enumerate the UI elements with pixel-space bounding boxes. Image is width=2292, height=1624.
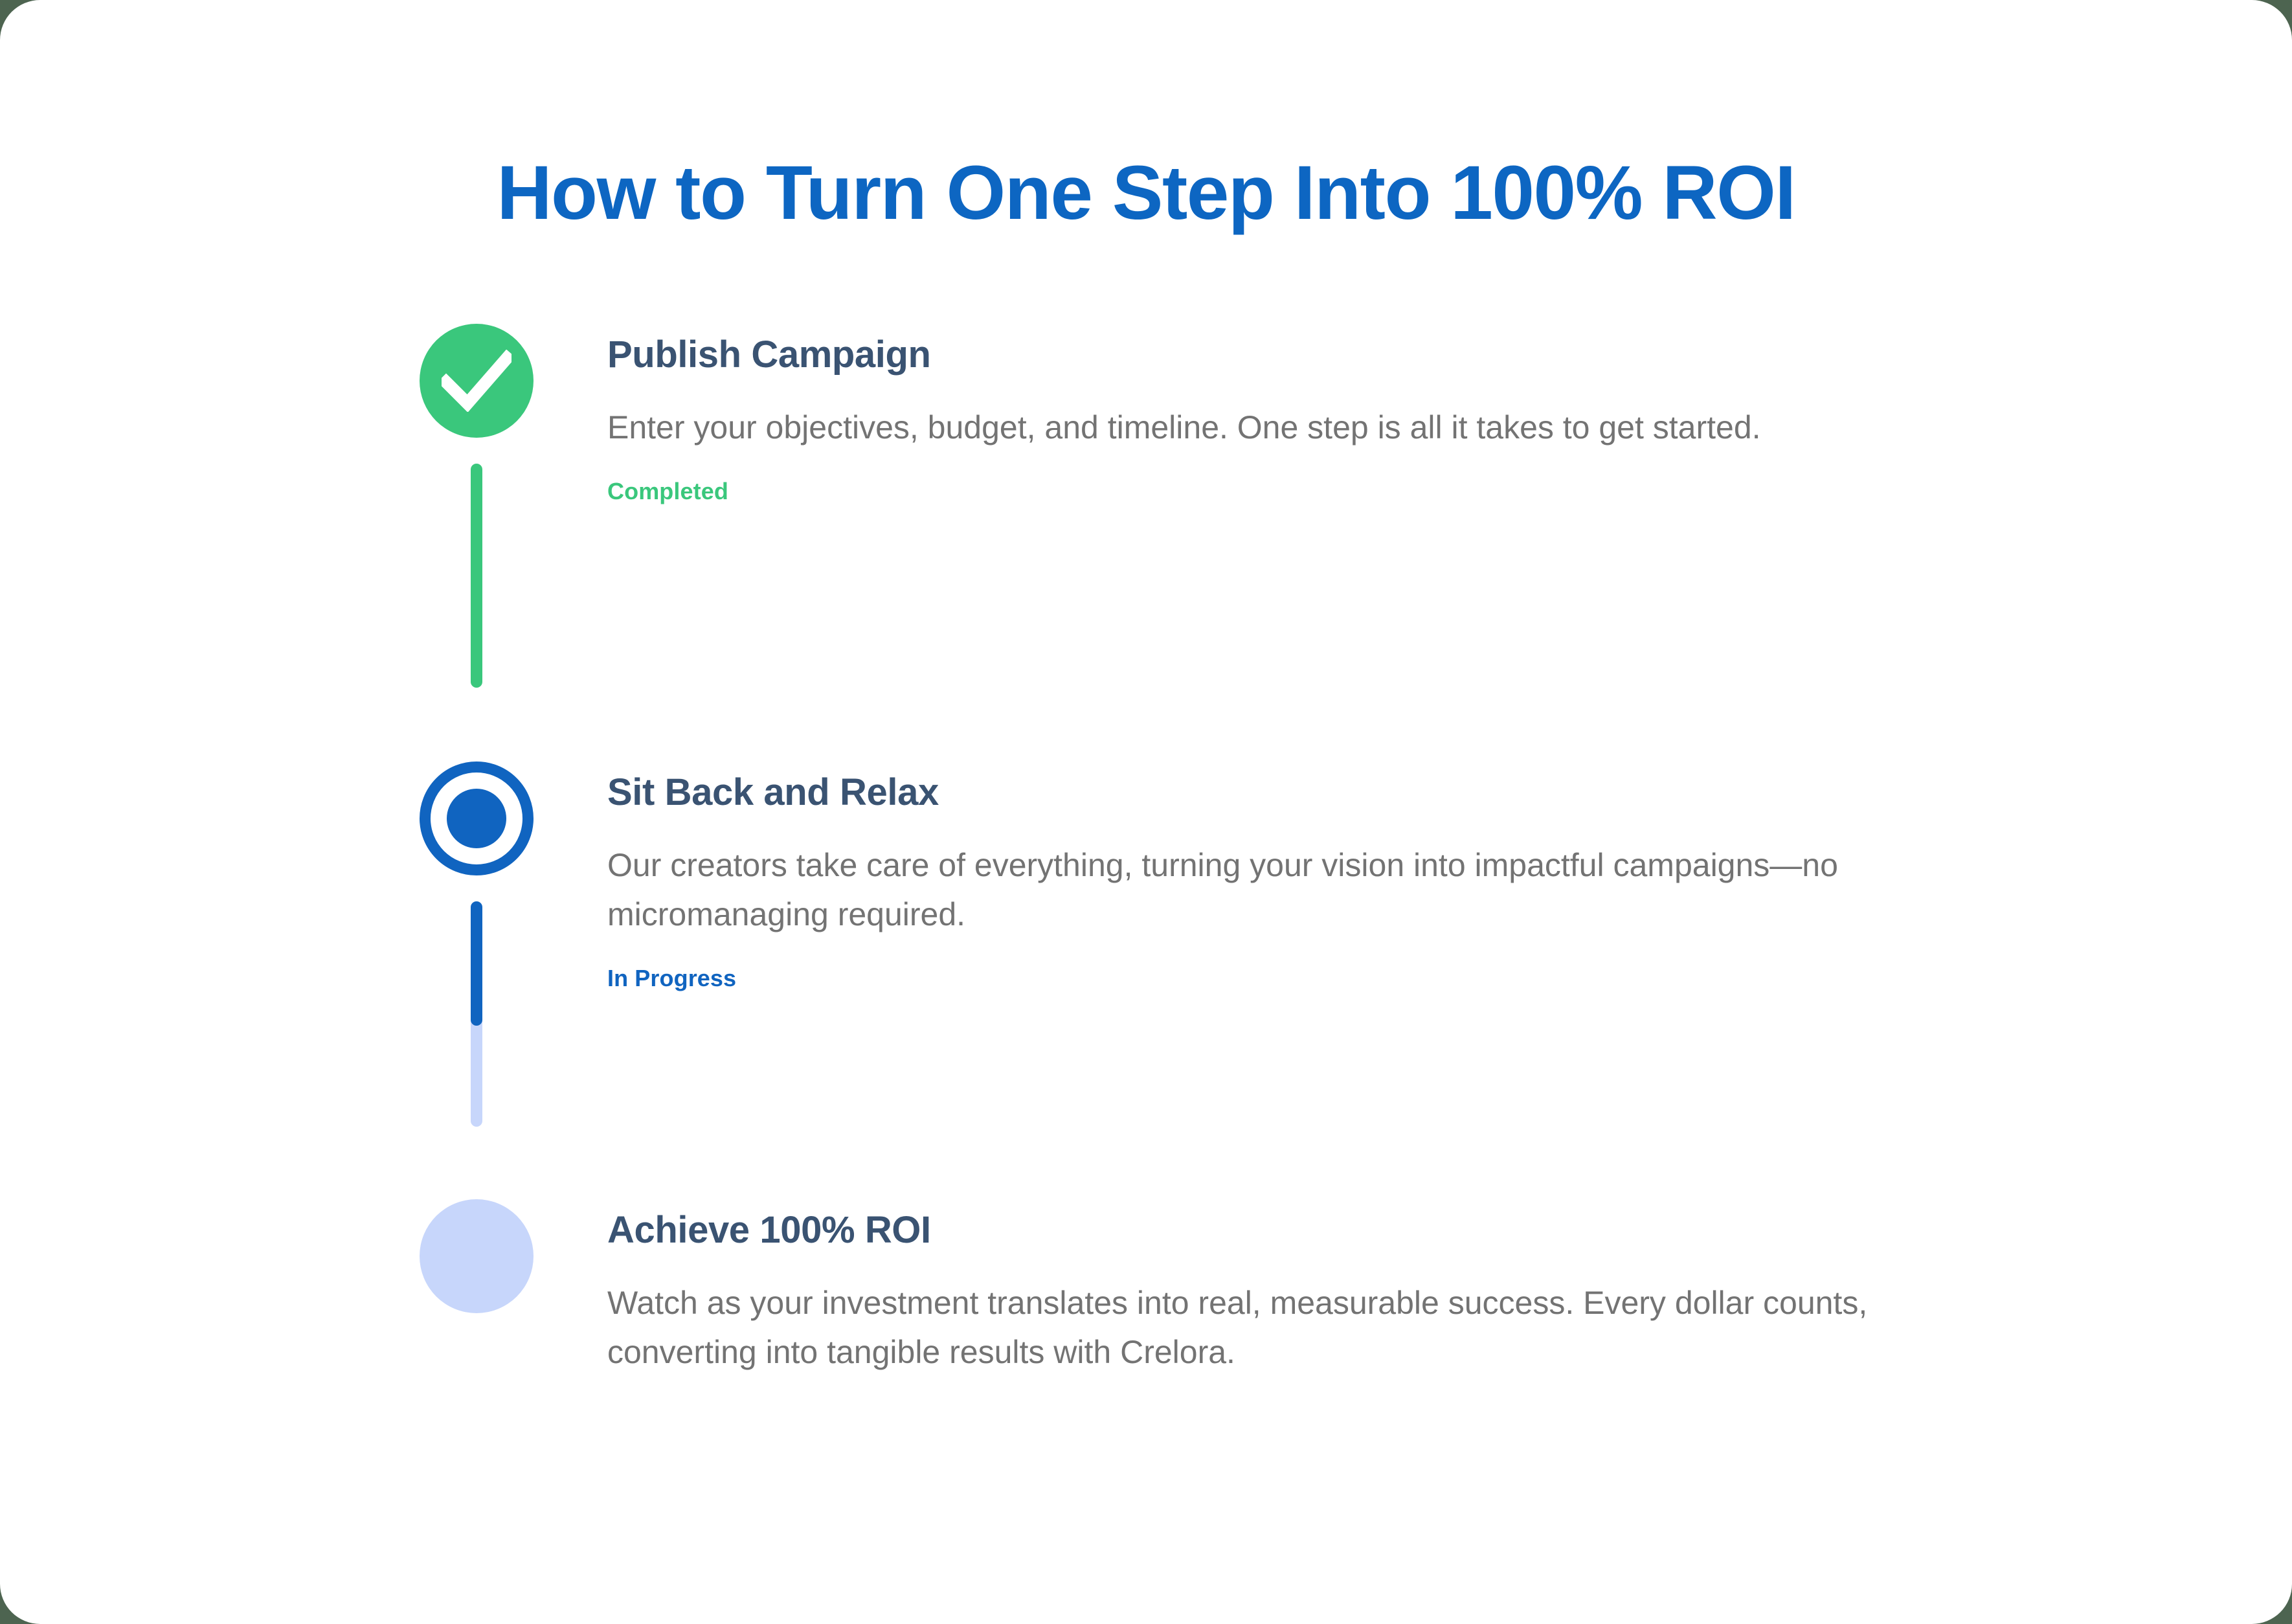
step-connector-2 [471, 901, 482, 1127]
circle-pending-icon[interactable] [420, 1199, 534, 1313]
status-badge-in-progress: In Progress [607, 964, 737, 991]
step-title-2: Sit Back and Relax [607, 771, 939, 813]
step-marker-column-1 [420, 324, 534, 688]
step-title-1: Publish Campaign [607, 333, 931, 376]
check-glyph [442, 350, 511, 412]
step-description-2: Our creators take care of everything, tu… [607, 846, 1838, 932]
step-description-3: Watch as your investment translates into… [607, 1284, 1868, 1370]
step-connector-1 [471, 464, 482, 688]
radio-inner-dot [447, 789, 506, 848]
radio-selected-icon[interactable] [420, 761, 534, 875]
step-content-3: Achieve 100% ROI Watch as your investmen… [607, 1199, 1909, 1377]
step-connector-2-progress-fill [471, 901, 482, 1026]
page-title: How to Turn One Step Into 100% ROI [497, 150, 1796, 236]
step-content-1: Publish Campaign Enter your objectives, … [607, 324, 1909, 505]
step-marker-column-3 [420, 1199, 534, 1313]
step-title-3: Achieve 100% ROI [607, 1209, 931, 1251]
timeline-list: Publish Campaign Enter your objectives, … [420, 324, 1909, 1471]
step-content-2: Sit Back and Relax Our creators take car… [607, 761, 1909, 992]
timeline-step-achieve-roi[interactable]: Achieve 100% ROI Watch as your investmen… [420, 1199, 1909, 1471]
check-circle-icon[interactable] [420, 324, 534, 438]
status-badge-completed: Completed [607, 477, 728, 504]
step-description-1: Enter your objectives, budget, and timel… [607, 409, 1761, 445]
timeline-step-sit-back-and-relax[interactable]: Sit Back and Relax Our creators take car… [420, 761, 1909, 1182]
timeline-step-publish-campaign[interactable]: Publish Campaign Enter your objectives, … [420, 324, 1909, 745]
step-marker-column-2 [420, 761, 534, 1127]
